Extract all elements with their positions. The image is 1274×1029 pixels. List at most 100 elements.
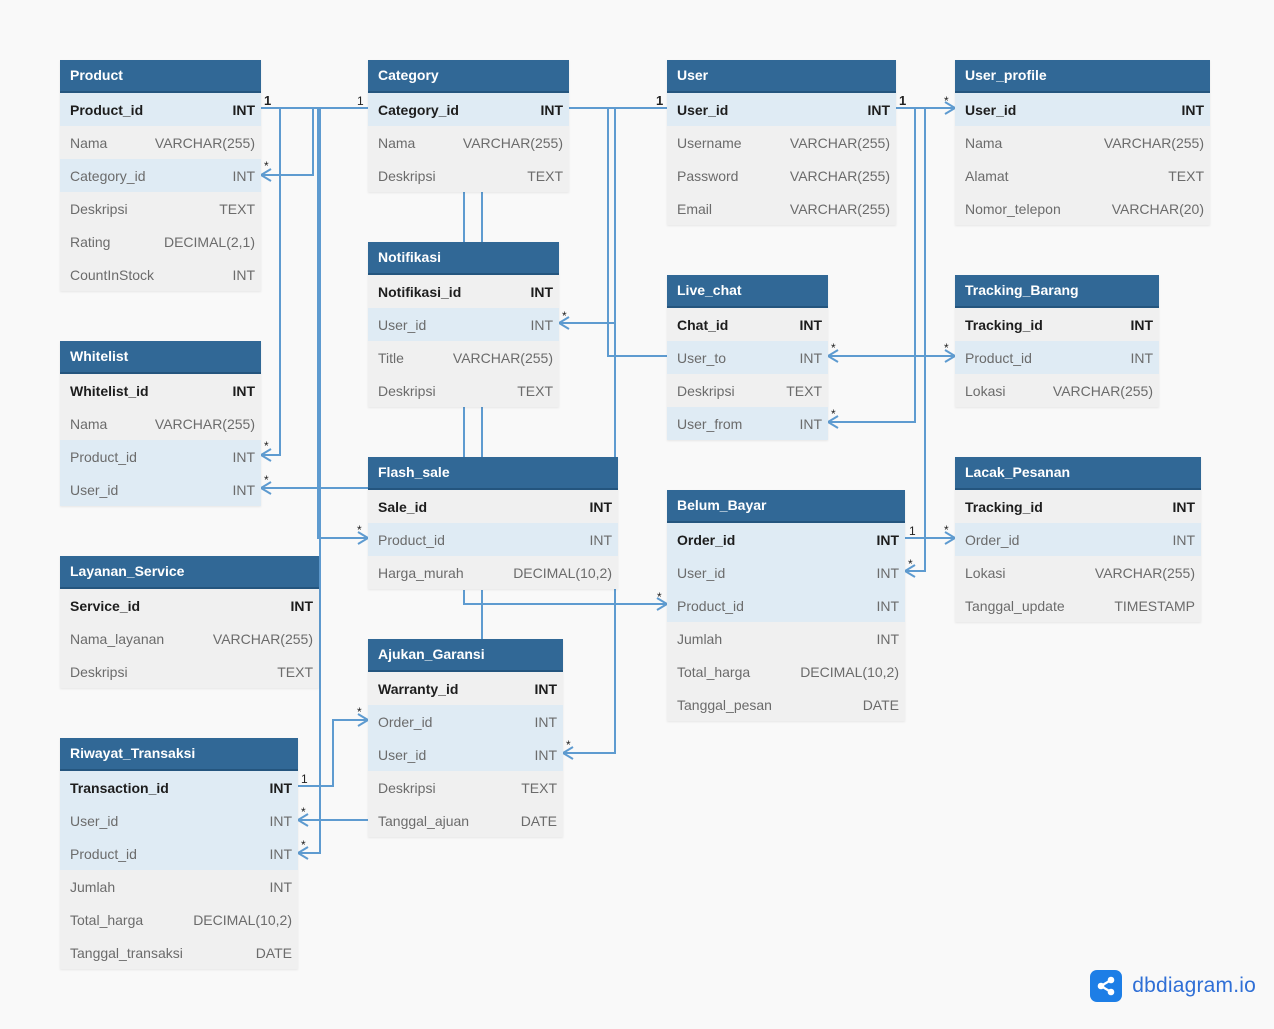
table-header[interactable]: Ajukan_Garansi	[368, 639, 563, 672]
field-name: Jumlah	[70, 878, 116, 895]
table-header[interactable]: Tracking_Barang	[955, 275, 1159, 308]
field-type: VARCHAR(255)	[154, 134, 255, 151]
field-type: TEXT	[786, 382, 822, 399]
table-header[interactable]: Live_chat	[667, 275, 828, 308]
field-type: TEXT	[219, 200, 255, 217]
field-name: User_id	[378, 746, 427, 763]
table-header[interactable]: Category	[368, 60, 569, 93]
cardinality-many-label: *	[944, 523, 949, 537]
table-header[interactable]: Notifikasi	[368, 242, 559, 275]
field-type: DATE	[862, 696, 899, 713]
crow-foot-marker	[826, 349, 839, 363]
table-header[interactable]: Whitelist	[60, 341, 261, 374]
cardinality-one-label: 1	[909, 524, 916, 538]
table-header[interactable]: User_profile	[955, 60, 1210, 93]
brand-logo[interactable]: dbdiagram.io	[1090, 970, 1256, 1002]
field-type: INT	[1172, 498, 1195, 515]
table-header[interactable]: Riwayat_Transaksi	[60, 738, 298, 771]
crow-foot-marker	[826, 415, 839, 429]
table-header[interactable]: Flash_sale	[368, 457, 618, 490]
field-name: Rating	[70, 233, 111, 250]
table-header[interactable]: Product	[60, 60, 261, 93]
table-header[interactable]: Layanan_Service	[60, 556, 319, 589]
table-header[interactable]: User	[667, 60, 896, 93]
table-header[interactable]: Belum_Bayar	[667, 490, 905, 523]
table-header[interactable]: Lacak_Pesanan	[955, 457, 1201, 490]
